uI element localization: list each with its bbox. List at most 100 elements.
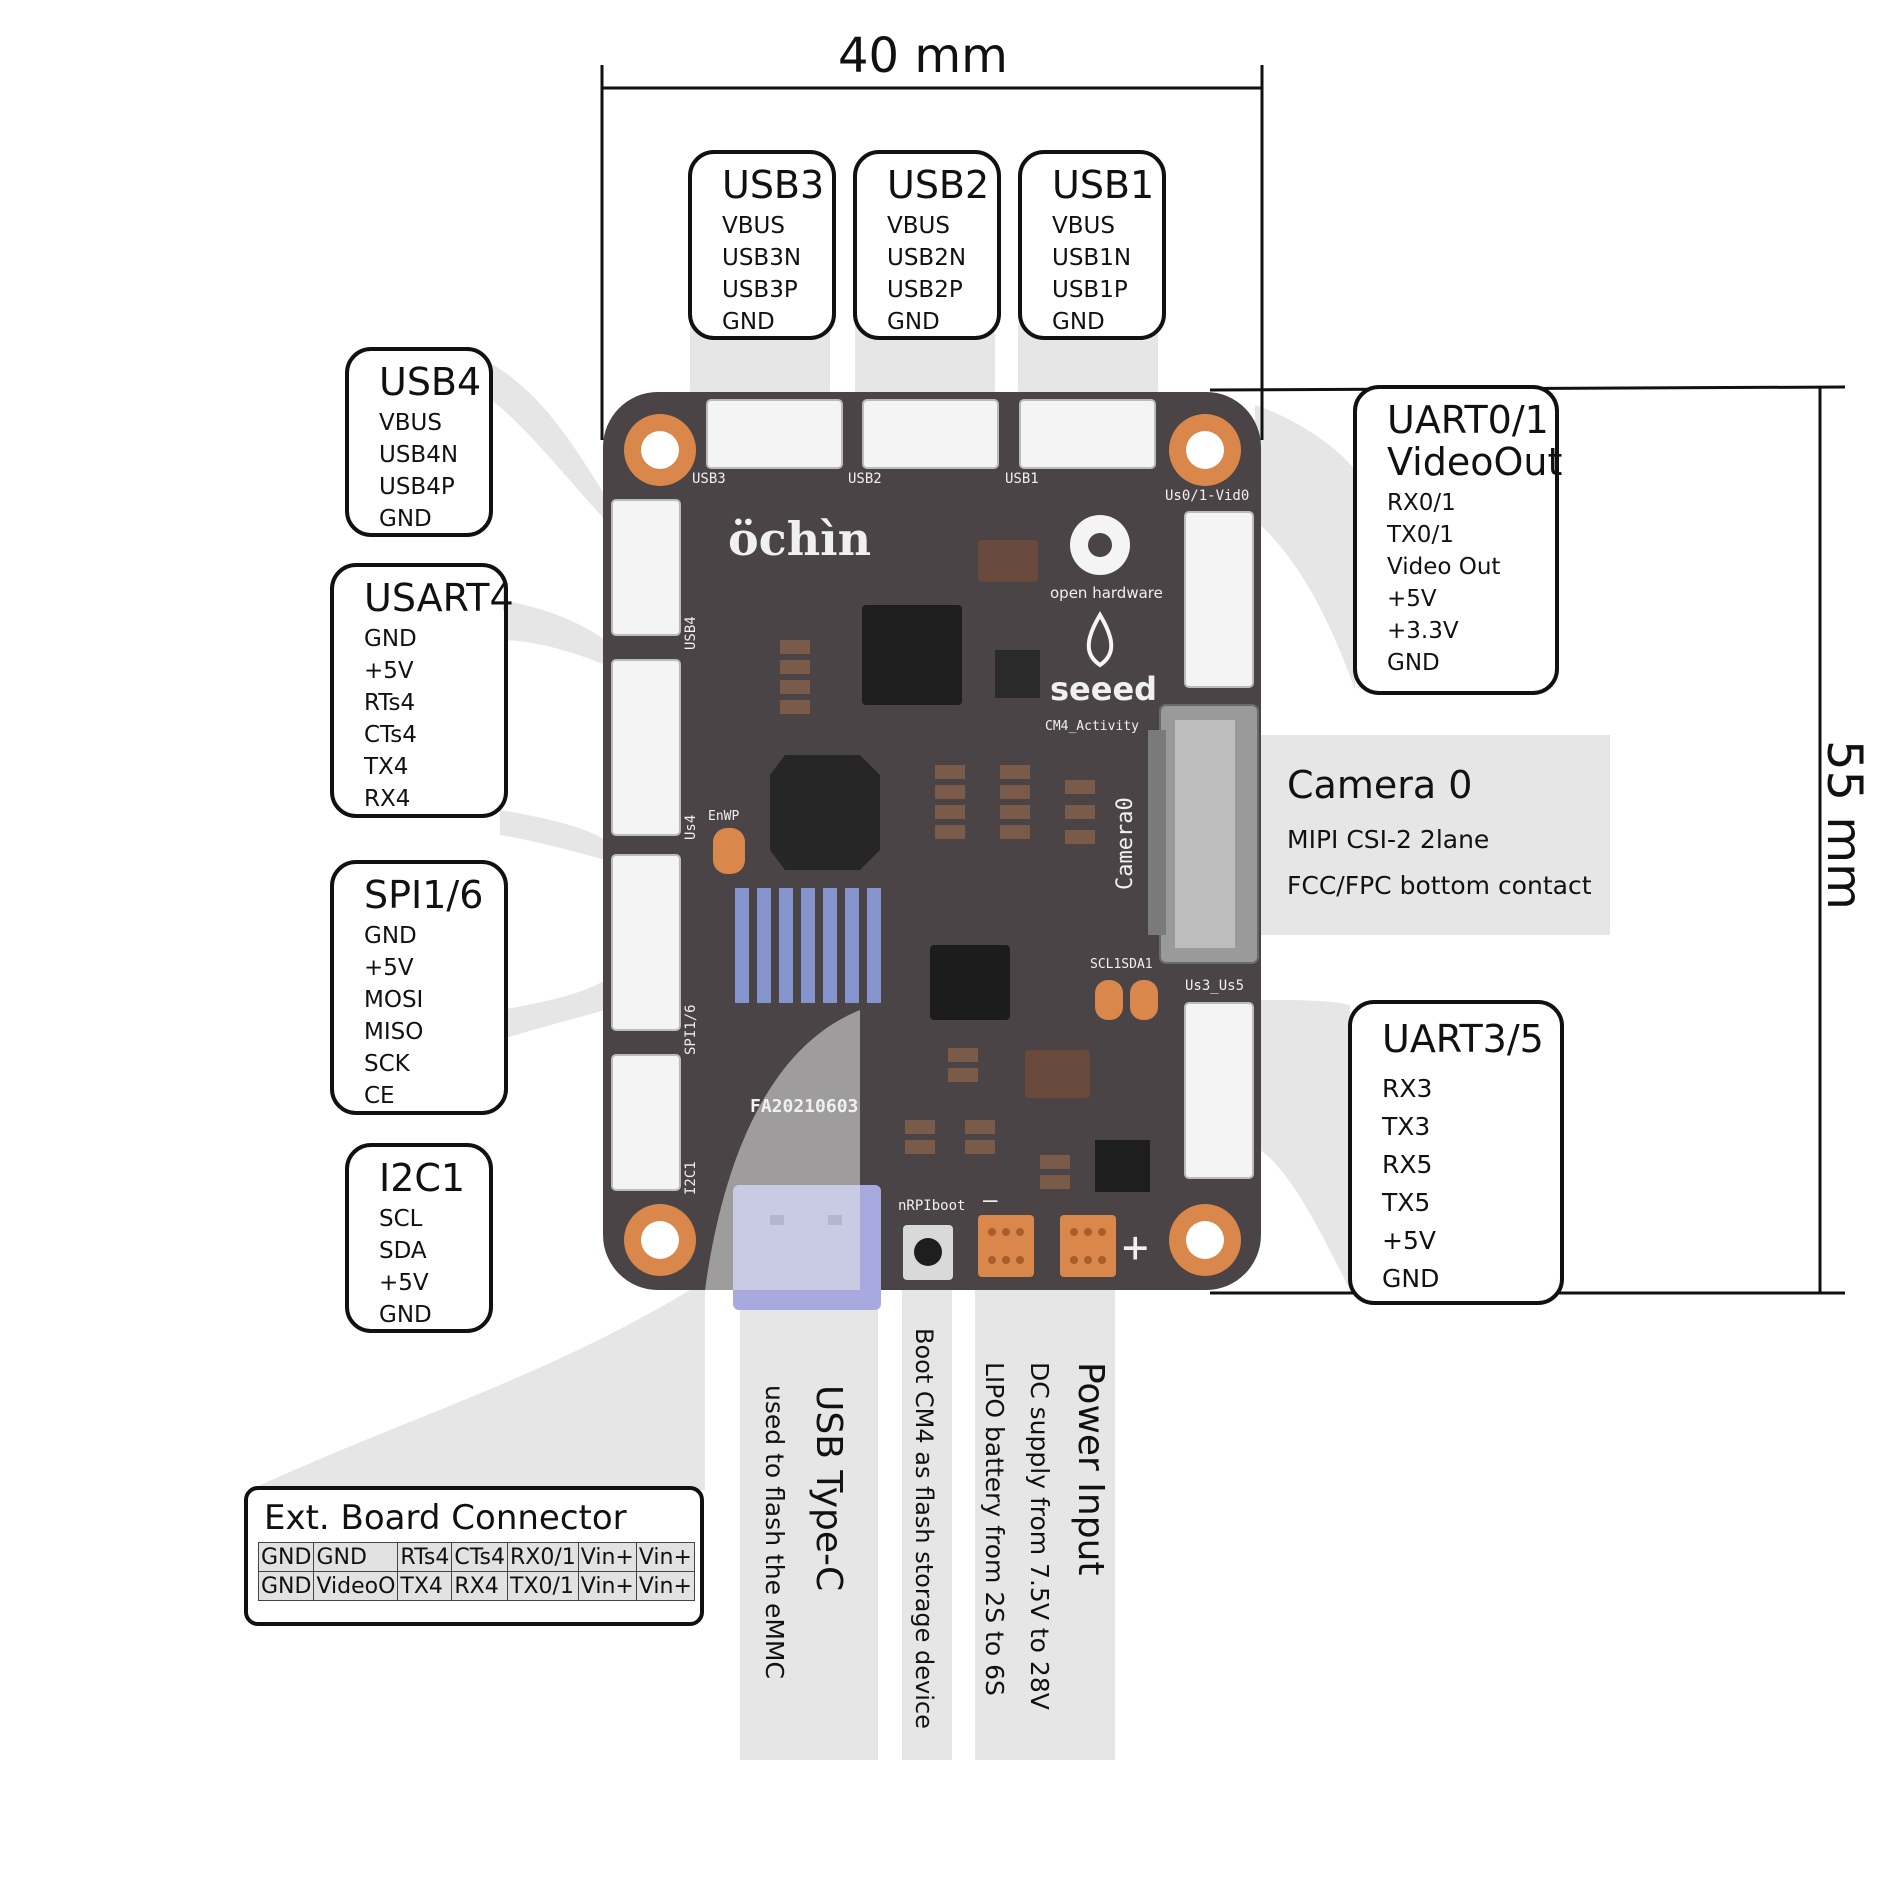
uart01-pin: Video Out — [1387, 554, 1501, 580]
silk-cm4: CM4_Activity — [1045, 719, 1139, 734]
spi-pin: +5V — [364, 955, 414, 981]
usart4-pin: RTs4 — [364, 690, 416, 716]
usb2-pin: USB2N — [887, 245, 967, 271]
uart35-pin: TX5 — [1382, 1188, 1431, 1217]
usart4-pin: TX4 — [364, 754, 409, 780]
ext-pin-cell: GND — [257, 1542, 315, 1572]
silk-open-hardware: open hardware — [1050, 584, 1163, 602]
ext-pin-cell: TX0/1 — [507, 1571, 579, 1601]
ext-highlight — [705, 1010, 860, 1290]
usb4-pin: USB4N — [379, 442, 459, 468]
usbc-title: USB Type-C — [808, 1385, 849, 1592]
silk-spi: SPI1/6 — [683, 1004, 699, 1055]
silk-us01: Us0/1-Vid0 — [1165, 488, 1249, 504]
silk-usb4: USB4 — [683, 616, 699, 650]
ext-pin-cell: Vin+ — [577, 1571, 637, 1601]
spi-title: SPI1/6 — [364, 873, 484, 917]
uart01-subtitle: VideoOut — [1387, 440, 1563, 484]
usart4-pin: RX4 — [364, 786, 411, 812]
table-row: GND VideoO TX4 RX4 TX0/1 Vin+ Vin+ — [257, 1571, 695, 1601]
usb1-pin: GND — [1052, 309, 1105, 335]
usb1-pin: USB1P — [1052, 277, 1128, 303]
power-input-title: Power Input — [1070, 1362, 1111, 1576]
usb3-pin: GND — [722, 309, 775, 335]
silkscreen: USB3 USB2 USB1 Us0/1-Vid0 Us3_Us5 CM4_Ac… — [683, 471, 1249, 1273]
ext-pin-cell: VideoO — [313, 1571, 399, 1601]
usart4-title: USART4 — [364, 576, 514, 620]
usbc-description: used to flash the eMMC — [760, 1385, 789, 1679]
silk-camera0: Camera0 — [1113, 797, 1138, 890]
uart01-title: UART0/1 — [1387, 398, 1549, 442]
ext-pin-cell: RX0/1 — [507, 1542, 579, 1572]
uart01-pin: TX0/1 — [1387, 522, 1454, 548]
spi-pin: GND — [364, 923, 417, 949]
spi-pin: SCK — [364, 1051, 410, 1077]
usb3-pin: USB3N — [722, 245, 802, 271]
spi-pinout: SPI1/6 GND +5V MOSI MISO SCK CE — [330, 860, 508, 1115]
silk-nrpi: nRPIboot — [898, 1198, 965, 1214]
uart35-pin: GND — [1382, 1264, 1440, 1293]
silk-fa: FA20210603 — [750, 1096, 858, 1117]
uart01-pin: +3.3V — [1387, 618, 1459, 644]
usart4-pinout: USART4 GND +5V RTs4 CTs4 TX4 RX4 — [330, 563, 514, 818]
uart35-pin: TX3 — [1382, 1112, 1431, 1141]
mounting-holes — [624, 414, 1241, 1276]
silk-us35: Us3_Us5 — [1185, 978, 1244, 994]
usb2-pin: USB2P — [887, 277, 963, 303]
uart01-pin: GND — [1387, 650, 1440, 676]
uart35-pin: RX5 — [1382, 1150, 1433, 1179]
spi-pin: MOSI — [364, 987, 424, 1013]
usb3-title: USB3 — [722, 163, 825, 207]
silk-seeed: seeed — [1050, 670, 1157, 708]
boot-description: Boot CM4 as flash storage device — [910, 1328, 938, 1729]
uart35-pin: +5V — [1382, 1226, 1436, 1255]
usb3-pinout: USB3 VBUS USB3N USB3P GND — [688, 150, 836, 340]
usb4-pin: VBUS — [379, 410, 442, 436]
camera-interface: MIPI CSI-2 2lane — [1287, 825, 1490, 854]
silk-us4: Us4 — [683, 815, 699, 840]
usb2-title: USB2 — [887, 163, 990, 207]
spi-pin: CE — [364, 1083, 395, 1109]
uart35-title: UART3/5 — [1382, 1017, 1544, 1061]
usart4-pin: +5V — [364, 658, 414, 684]
usb2-pin: GND — [887, 309, 940, 335]
usb2-pinout: USB2 VBUS USB2N USB2P GND — [853, 150, 1001, 340]
usb3-pin: VBUS — [722, 213, 785, 239]
i2c1-pin: SCL — [379, 1206, 423, 1232]
usb2-pin: VBUS — [887, 213, 950, 239]
uart01-pinout: UART0/1 VideoOut RX0/1 TX0/1 Video Out +… — [1353, 385, 1563, 695]
power-lipo-range: LIPO battery from 2S to 6S — [980, 1362, 1009, 1696]
top-connectors — [706, 399, 1156, 469]
usb4-pin: GND — [379, 506, 432, 532]
ext-pin-cell: Vin+ — [635, 1542, 695, 1572]
width-dimension-label: 40 mm — [838, 28, 1008, 84]
ext-pin-cell: Vin+ — [577, 1542, 637, 1572]
usb1-pinout: USB1 VBUS USB1N USB1P GND — [1018, 150, 1166, 340]
ext-connector-title: Ext. Board Connector — [264, 1498, 627, 1538]
usb4-title: USB4 — [379, 360, 482, 404]
ext-pin-cell: GND — [313, 1542, 399, 1572]
silk-enwp: EnWP — [708, 809, 739, 824]
camera-title: Camera 0 — [1287, 763, 1473, 807]
ext-pin-cell: GND — [257, 1571, 315, 1601]
silk-plus: + — [1122, 1222, 1149, 1273]
height-dimension-label: 55 mm — [1816, 740, 1872, 910]
usb4-pin: USB4P — [379, 474, 455, 500]
left-connectors — [611, 499, 681, 1191]
silk-minus: — — [983, 1186, 998, 1214]
camera-connector — [1148, 704, 1259, 964]
uart35-pinout: UART3/5 RX3 TX3 RX5 TX5 +5V GND — [1348, 1000, 1564, 1305]
silk-usb2: USB2 — [848, 471, 882, 487]
usb1-title: USB1 — [1052, 163, 1155, 207]
camera-contact: FCC/FPC bottom contact — [1287, 871, 1592, 900]
ext-board-connector: Ext. Board Connector GND GND RTs4 CTs4 R… — [244, 1486, 704, 1626]
ext-pin-cell: RTs4 — [397, 1542, 453, 1572]
usb4-pinout: USB4 VBUS USB4N USB4P GND — [345, 347, 493, 537]
uart01-pin: RX0/1 — [1387, 490, 1456, 516]
ext-pin-cell: Vin+ — [635, 1571, 695, 1601]
uart01-pin: +5V — [1387, 586, 1437, 612]
usart4-pin: CTs4 — [364, 722, 417, 748]
silk-usb1: USB1 — [1005, 471, 1039, 487]
ext-pin-cell: RX4 — [451, 1571, 508, 1601]
